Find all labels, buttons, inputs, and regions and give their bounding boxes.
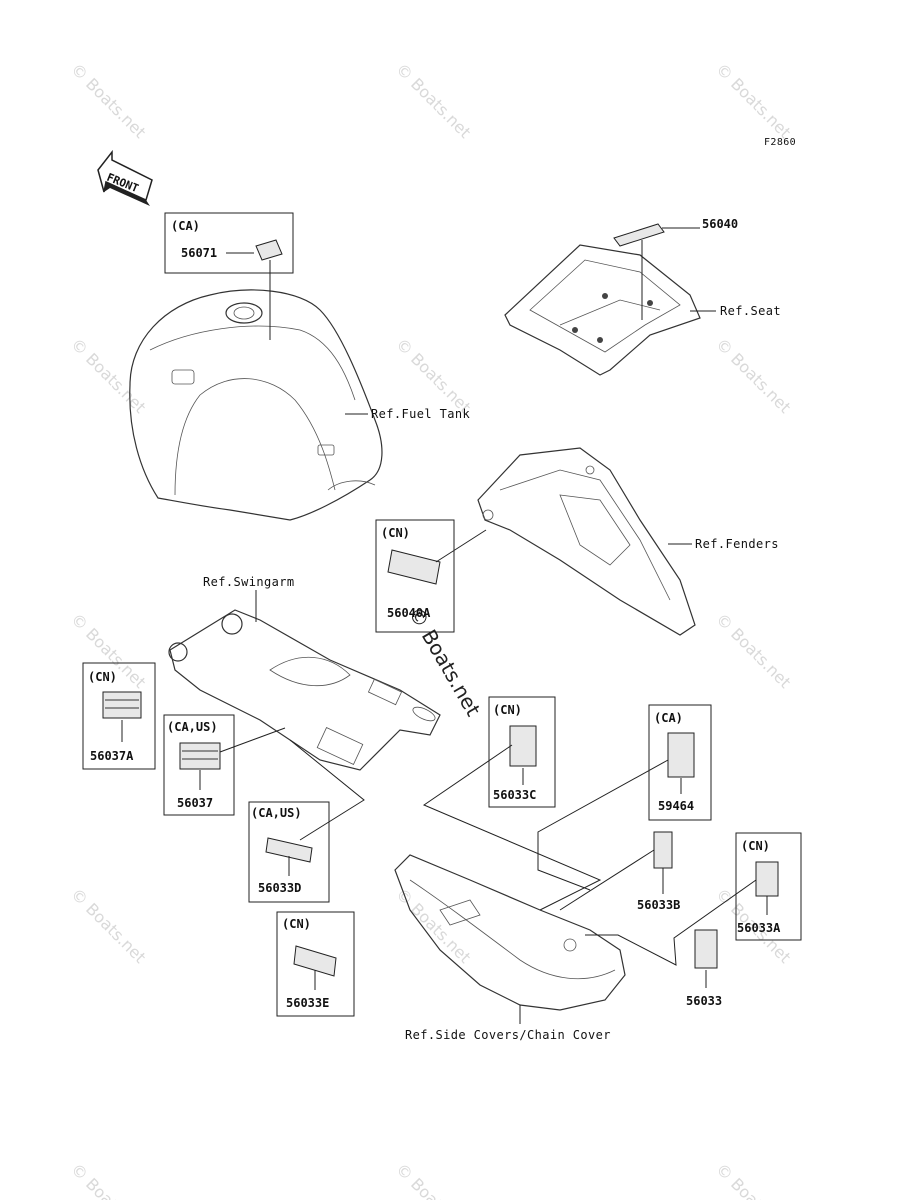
watermark: © Boats.net <box>392 334 474 416</box>
part-number: 56040 <box>702 217 738 231</box>
part-number: 56033D <box>258 881 301 895</box>
side-cover-drawing <box>394 854 626 1011</box>
part-number: 56033A <box>737 921 781 935</box>
part-number: 56033C <box>493 788 536 802</box>
swingarm-drawing <box>168 609 441 771</box>
part-number: 56033B <box>637 898 680 912</box>
rear-fender-drawing <box>477 447 696 636</box>
ref-side-covers-label: Ref.Side Covers/Chain Cover <box>405 1028 611 1042</box>
part-56037[interactable]: (CA,US) 56037 <box>163 714 286 816</box>
region-tag: (CN) <box>381 526 410 540</box>
part-number: 56037A <box>90 749 134 763</box>
region-tag: (CA) <box>654 711 683 725</box>
fuel-tank-drawing <box>129 289 383 521</box>
region-tag: (CA,US) <box>167 720 218 734</box>
ref-fuel-tank-label: Ref.Fuel Tank <box>371 407 470 421</box>
region-tag: (CN) <box>282 917 311 931</box>
part-number: 56040A <box>387 606 431 620</box>
part-56033B[interactable]: 56033B <box>559 831 680 912</box>
watermark: © Boats.net <box>712 609 794 691</box>
part-56033E[interactable]: (CN) 56033E <box>276 911 355 1017</box>
watermark: © Boats.net <box>712 1159 794 1200</box>
part-56033D[interactable]: (CA,US) 56033D <box>248 739 365 903</box>
part-number: 56033E <box>286 996 329 1010</box>
watermark: © Boats.net <box>67 884 149 966</box>
part-56037A[interactable]: (CN) 56037A <box>82 662 156 770</box>
part-56040[interactable]: 56040 <box>613 217 738 320</box>
part-56033C[interactable]: (CN) 56033C <box>422 696 602 911</box>
watermark: © Boats.net <box>712 334 794 416</box>
part-number: 59464 <box>658 799 694 813</box>
region-tag: (CA,US) <box>251 806 302 820</box>
watermark: © Boats.net <box>67 1159 149 1200</box>
part-56033[interactable]: 56033 <box>585 879 757 1008</box>
part-number: 56071 <box>181 246 217 260</box>
region-tag: (CN) <box>493 703 522 717</box>
watermark-center: © Boats.net <box>404 603 486 721</box>
figure-code: F2860 <box>764 137 796 148</box>
ref-swingarm-label: Ref.Swingarm <box>203 575 295 589</box>
part-number: 56033 <box>686 994 722 1008</box>
watermark: © Boats.net <box>712 59 794 141</box>
part-56040A[interactable]: (CN) 56040A <box>375 519 487 633</box>
region-tag: (CA) <box>171 219 200 233</box>
part-59464[interactable]: (CA) 59464 <box>537 704 712 891</box>
part-number: 56037 <box>177 796 213 810</box>
region-tag: (CN) <box>741 839 770 853</box>
ref-fenders-label: Ref.Fenders <box>695 537 779 551</box>
watermark: © Boats.net <box>392 59 474 141</box>
front-arrow-icon: FRONT <box>97 149 153 206</box>
ref-seat-label: Ref.Seat <box>720 304 781 318</box>
watermark: © Boats.net <box>67 334 149 416</box>
region-tag: (CN) <box>88 670 117 684</box>
seat-drawing <box>504 244 701 376</box>
watermark: © Boats.net <box>67 59 149 141</box>
part-56033A[interactable]: (CN) 56033A <box>735 832 802 941</box>
watermark: © Boats.net <box>392 1159 474 1200</box>
part-56071[interactable]: (CA) 56071 <box>164 212 294 340</box>
